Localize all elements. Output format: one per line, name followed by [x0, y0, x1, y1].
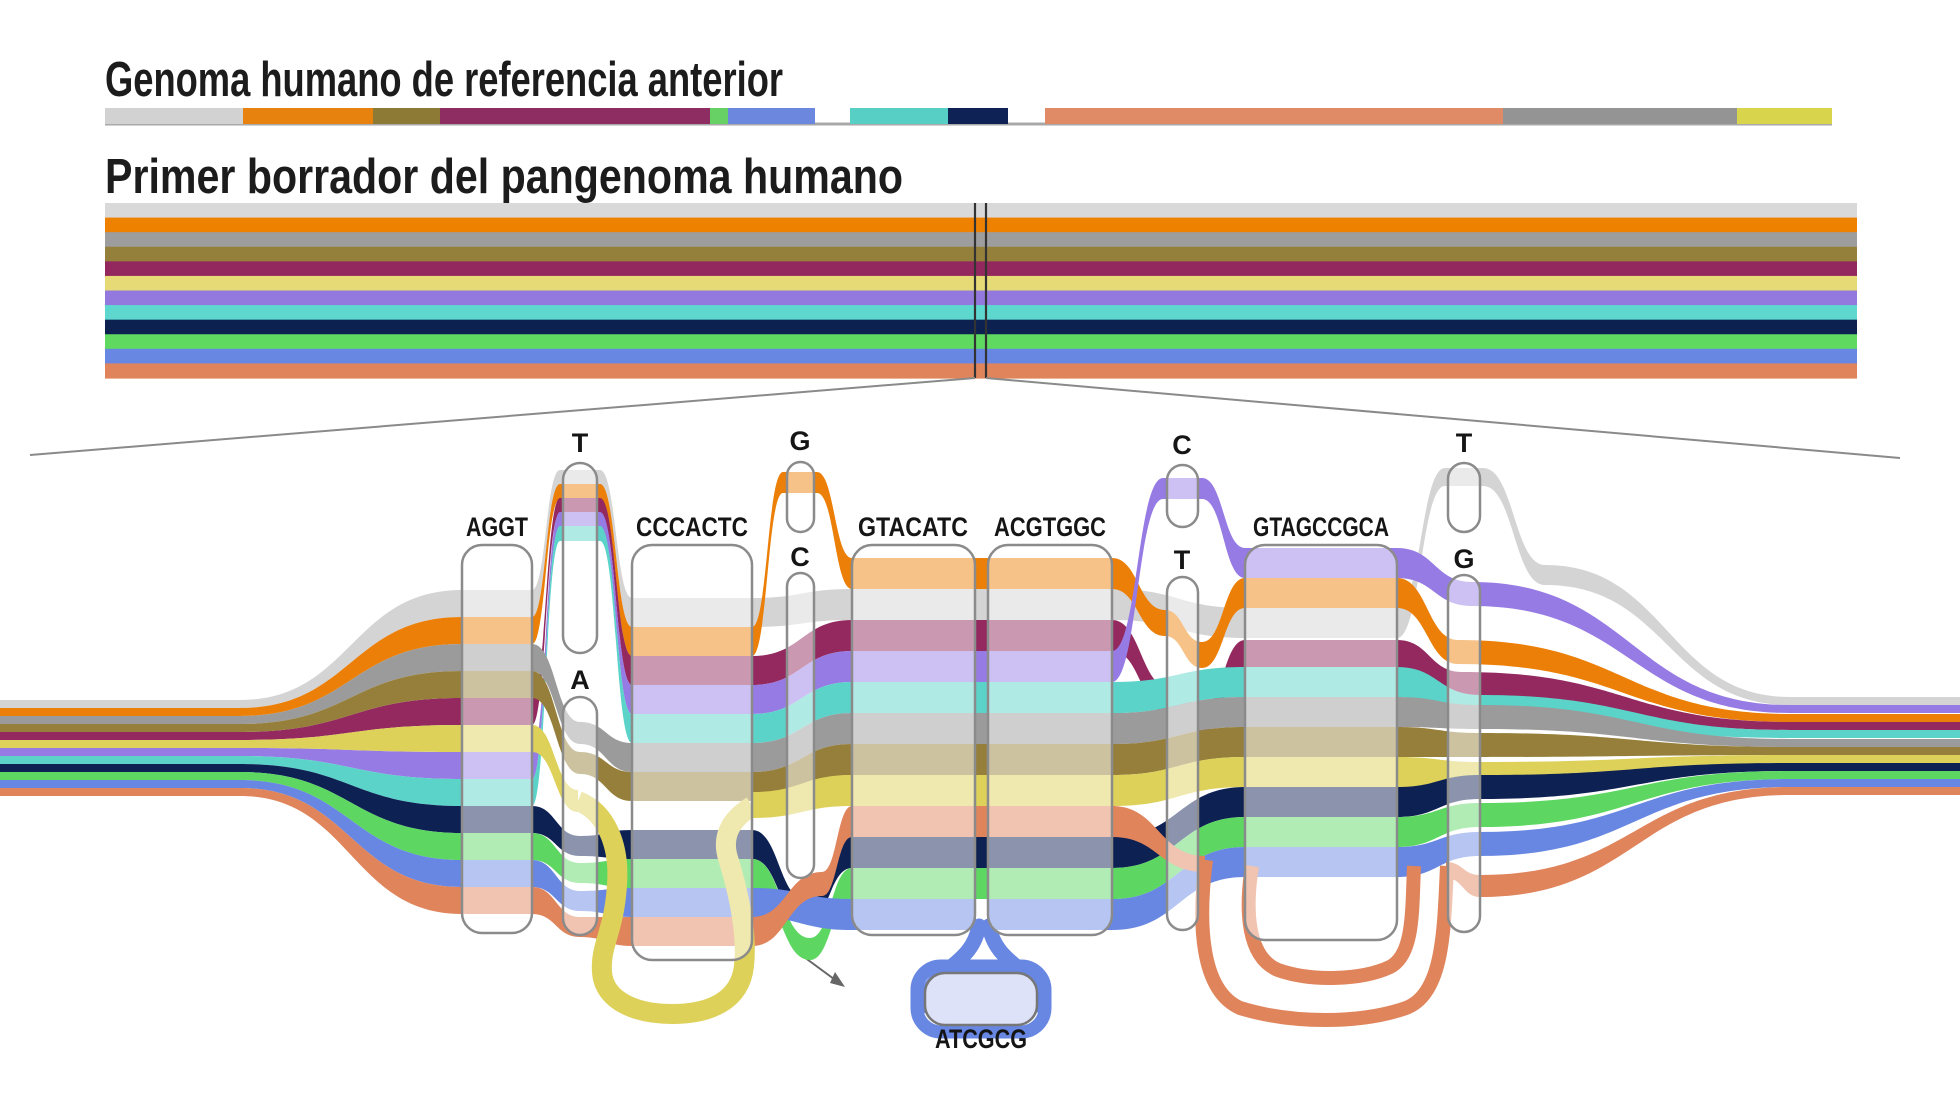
sequence-node-label-c-right: C	[1172, 430, 1192, 460]
haplotype-ribbon-salmon	[1446, 786, 1960, 897]
reference-bar-segment-turquoise	[850, 108, 948, 124]
labels-layer: AGGT T A CCCACTC G C GTACATC ACGTGGC C T GTAGCCGCA…	[466, 426, 1475, 1054]
sequence-node-g-mid	[785, 460, 816, 534]
pangenome-band-stripe-1	[105, 217, 1857, 233]
annotation-arrow-head	[830, 972, 845, 987]
haplotype-ribbon-purple	[0, 478, 1960, 780]
sequence-node-atcgcg	[923, 971, 1039, 1027]
sequence-node-a-left	[561, 695, 599, 937]
sequence-node-aggt	[460, 543, 534, 935]
pangenome-band-stripe-6	[105, 290, 1857, 306]
sequence-node-label-t-right: T	[1174, 545, 1191, 575]
pangenome-band-stripe-10	[105, 348, 1857, 365]
sequence-node-acgtggc	[986, 543, 1114, 937]
reference-bar-segment-green	[710, 108, 728, 124]
ribbons-layer	[0, 468, 1960, 1039]
sequence-node-gtacatc	[850, 543, 977, 937]
annotations-layer	[29, 203, 1901, 987]
title-pangenome-draft: Primer borrador del pangenoma humano	[105, 150, 903, 204]
sequence-node-t-right	[1165, 575, 1200, 932]
nodes-layer	[460, 460, 1482, 1027]
haplotype-ribbon-yellow	[0, 724, 578, 812]
zoom-fan-line-left	[29, 377, 976, 456]
sequence-node-label-g-mid: G	[789, 426, 810, 456]
reference-bar-segment-gray2	[1503, 108, 1737, 124]
sequence-node-label-atcgcg: ATCGCG	[935, 1024, 1027, 1054]
sequence-node-label-aggt: AGGT	[466, 512, 528, 542]
sequence-node-label-t-left: T	[572, 428, 589, 458]
sequence-node-label-t-far: T	[1456, 428, 1473, 458]
blue-insertion-ring	[910, 959, 1052, 1039]
sequence-node-g-far	[1446, 573, 1482, 934]
pangenome-band-stripe-3	[105, 246, 1857, 262]
zoom-fan-line-right	[985, 377, 1901, 459]
reference-bar-segment-magenta	[440, 108, 710, 124]
pangenome-band-stripe-11	[105, 363, 1857, 379]
reference-bar-segment-navy	[948, 108, 1008, 124]
pangenome-band-stripe-8	[105, 319, 1857, 335]
reference-bar-segment-yellow	[1737, 108, 1832, 124]
pangenome-band-stripe-7	[105, 305, 1857, 321]
sequence-node-t-left	[561, 461, 599, 655]
sequence-node-gtagccgca	[1243, 543, 1399, 942]
sequence-node-cccactc	[630, 543, 754, 962]
sequence-node-label-g-far: G	[1453, 544, 1474, 574]
title-reference-genome: Genoma humano de referencia anterior	[105, 53, 783, 107]
sequence-node-c-right	[1165, 463, 1200, 529]
sequence-node-label-c-mid: C	[790, 542, 810, 572]
salmon-repeat-loop-outer	[1195, 859, 1454, 1027]
sequence-node-c-mid	[785, 571, 816, 880]
sequence-node-label-acgtggc: ACGTGGC	[994, 512, 1106, 542]
header-layer: Genoma humano de referencia anteriorPrim…	[105, 53, 1857, 379]
pangenome-band-stripe-9	[105, 334, 1857, 350]
sequence-node-label-gtagccgca: GTAGCCGCA	[1253, 512, 1389, 542]
haplotype-ribbon-navy	[0, 762, 1960, 924]
reference-bar-segment-salmon	[1045, 108, 1503, 124]
reference-bar-segment-blue	[728, 108, 815, 124]
pangenome-band-stripe-2	[105, 232, 1857, 248]
sequence-node-t-far	[1446, 461, 1482, 534]
sequence-node-label-gtacatc: GTACATC	[858, 512, 968, 542]
reference-bar-segment-orange	[243, 108, 373, 124]
reference-bar-segment-olive	[373, 108, 440, 124]
reference-bar-segment-gray	[105, 108, 243, 124]
pangenome-band-stripe-4	[105, 261, 1857, 277]
sequence-node-label-cccactc: CCCACTC	[636, 512, 748, 542]
pangenome-band-stripe-5	[105, 275, 1857, 292]
sequence-node-label-a-left: A	[570, 665, 590, 695]
pangenome-band-stripe-0	[105, 203, 1857, 219]
